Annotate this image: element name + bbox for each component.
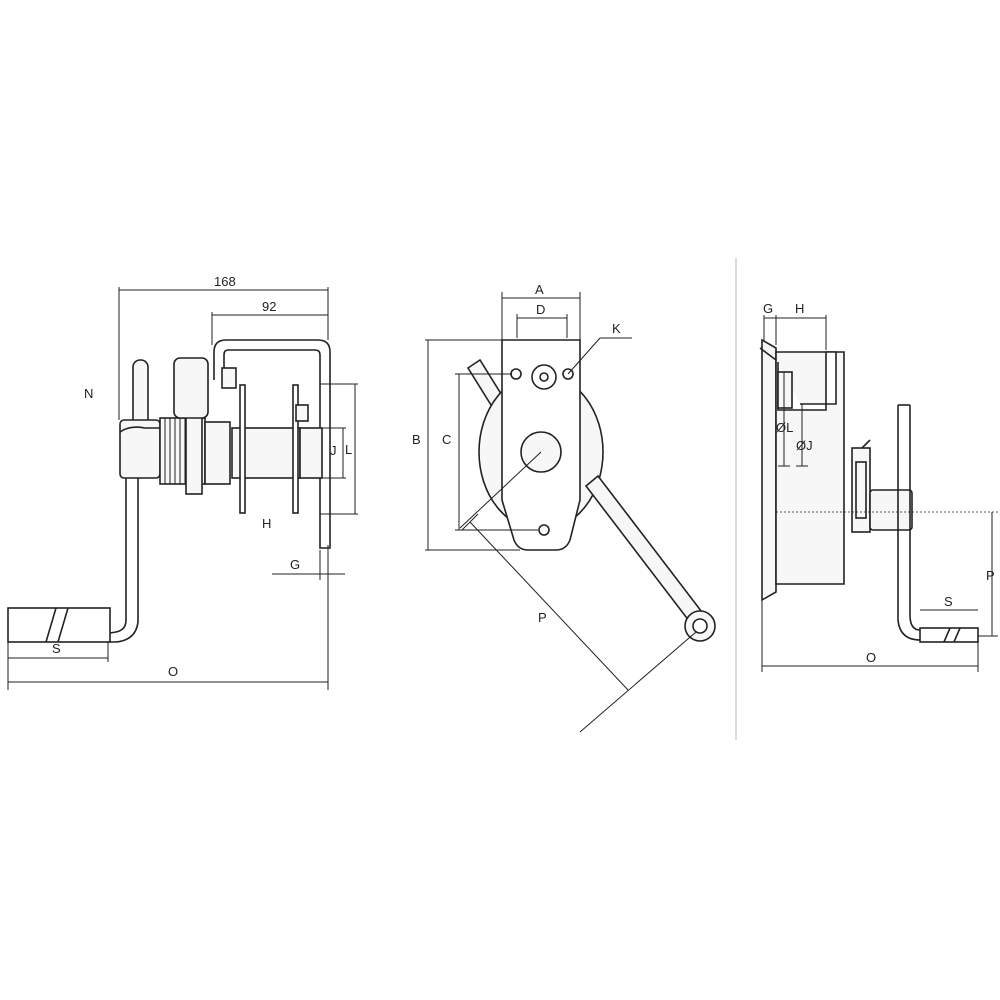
handle-lower <box>584 474 710 632</box>
mount-hole-left <box>510 368 522 380</box>
hub-curve <box>119 426 160 433</box>
label-G2: G <box>763 301 773 316</box>
crank-arm-inner-r <box>909 405 921 631</box>
clamp-block <box>777 371 793 409</box>
label-S: S <box>52 641 61 656</box>
grip-r <box>919 627 979 643</box>
hub-nut-inner <box>855 461 867 519</box>
crank-arm-outer-r <box>897 405 921 641</box>
label-J: J <box>330 443 337 458</box>
drum-edge-top <box>759 347 777 361</box>
drum-flange-left <box>239 384 246 514</box>
label-O2: O <box>866 650 876 665</box>
ext-P-end <box>579 631 697 733</box>
label-O: O <box>168 664 178 679</box>
label-B: B <box>412 432 421 447</box>
handle-end-inner <box>692 618 708 634</box>
break-mark-1 <box>45 607 57 643</box>
brake-disc <box>185 411 203 495</box>
front-view: A D K B C <box>412 282 716 733</box>
break-mark-2 <box>57 607 69 643</box>
hub-shaft <box>869 489 913 531</box>
label-P: P <box>538 610 547 625</box>
label-phiL: ØL <box>776 420 793 435</box>
label-K: K <box>612 321 621 336</box>
pawl-bolt <box>221 367 237 389</box>
mount-hole-bottom <box>538 524 550 536</box>
ext-P-start <box>461 513 479 531</box>
label-A: A <box>535 282 544 297</box>
label-H: H <box>262 516 271 531</box>
label-168: 168 <box>214 274 236 289</box>
label-D: D <box>536 302 545 317</box>
label-92: 92 <box>262 299 276 314</box>
label-G: G <box>290 557 300 572</box>
label-S2: S <box>944 594 953 609</box>
base-plate <box>761 338 777 602</box>
side-view: 168 92 N <box>7 274 358 690</box>
flange-nut <box>295 404 309 422</box>
break-mark-r1 <box>943 627 951 643</box>
hub-chamfer <box>861 439 871 449</box>
ratchet-hub-inner <box>539 372 549 382</box>
center-line-diag <box>459 451 542 529</box>
label-N: N <box>84 386 93 401</box>
crank-arm-outer <box>109 478 127 634</box>
label-P2: P <box>986 568 995 583</box>
label-H2: H <box>795 301 804 316</box>
u-bracket <box>213 339 331 549</box>
body-block <box>204 421 231 485</box>
label-phiJ: ØJ <box>796 438 813 453</box>
break-mark-r2 <box>953 627 961 643</box>
dim-P-line <box>469 521 629 691</box>
drum-flange-right <box>292 384 299 514</box>
label-L: L <box>345 442 352 457</box>
label-C: C <box>442 432 451 447</box>
crank-arm-inner <box>110 478 139 643</box>
leader-K <box>567 337 601 375</box>
shaft-end <box>299 427 323 479</box>
ratchet-pawl <box>173 357 209 419</box>
end-view: G H ØL ØJ P <box>759 301 1000 672</box>
